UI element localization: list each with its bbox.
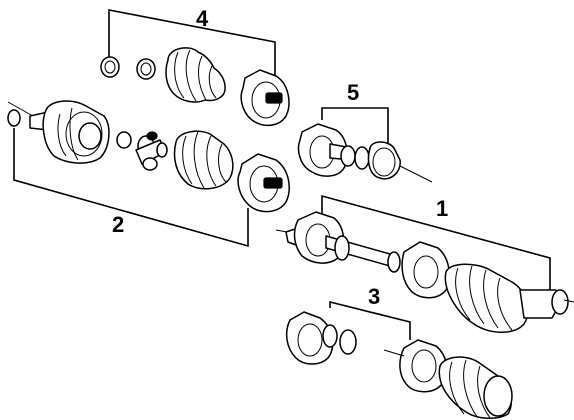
callout-3-bracket <box>329 300 411 340</box>
callout-2-bracket <box>13 128 249 248</box>
group-5-shaft <box>329 143 356 167</box>
group-1-clamp <box>401 241 451 299</box>
callout-4: 4 <box>196 6 209 31</box>
callout-5-bracket <box>321 107 389 146</box>
group-4-boot <box>165 47 226 103</box>
group-5-housing <box>367 141 433 183</box>
group-2-clamp-large <box>237 153 290 213</box>
group-4-clamp-small-a <box>100 56 120 78</box>
group-3-boot <box>438 356 513 419</box>
group-2-boot <box>173 130 234 190</box>
callout-3: 3 <box>368 284 380 309</box>
group-1-boot <box>444 263 529 333</box>
callout-5: 5 <box>347 80 359 105</box>
group-3-clamp-right <box>383 339 448 393</box>
group-2-outer-joint <box>29 100 110 164</box>
group-1-outer-stub <box>519 289 574 319</box>
callout-2: 2 <box>112 212 124 237</box>
group-4-clamp-large <box>240 69 290 127</box>
group-5-clamp <box>297 123 349 177</box>
group-5-ring <box>354 146 370 170</box>
callout-1: 1 <box>436 196 448 221</box>
callout-1-bracket <box>321 194 551 296</box>
group-3-ring <box>322 324 357 355</box>
group-2-end-ring <box>7 101 41 127</box>
group-2-small-ring <box>116 131 132 149</box>
group-4-clamp-small-b <box>136 58 156 80</box>
callout-4-bracket <box>108 9 276 82</box>
group-1-axle-shaft <box>275 211 401 273</box>
group-2-tripod <box>135 131 168 171</box>
